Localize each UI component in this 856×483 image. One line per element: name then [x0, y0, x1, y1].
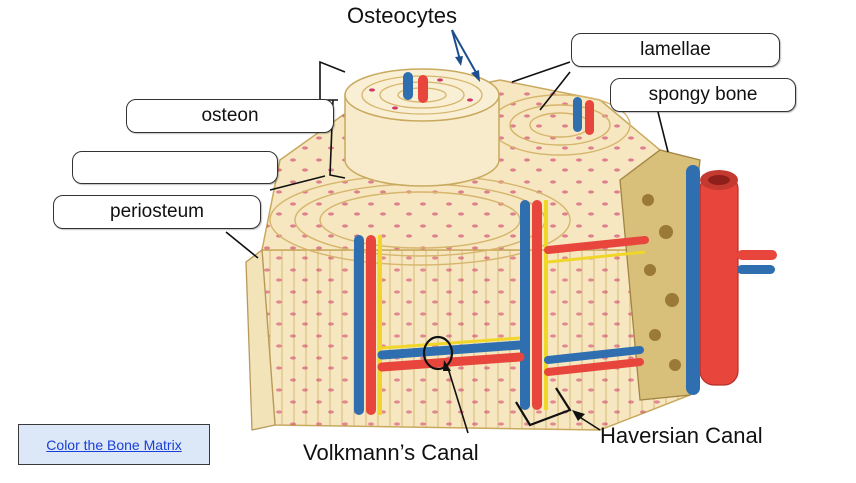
haversian-bracket — [515, 387, 572, 427]
osteocytes-label: Osteocytes — [347, 3, 458, 28]
periosteum-layer — [245, 248, 276, 431]
large-blood-vessel — [686, 165, 777, 395]
osteon-label-box[interactable]: osteon — [126, 99, 334, 133]
periosteum-label: periosteum — [110, 201, 204, 222]
osteocytes-arrows — [451, 29, 480, 82]
periosteum-label-box[interactable]: periosteum — [53, 195, 261, 229]
blank-label-box[interactable] — [72, 151, 278, 184]
color-bone-matrix-link[interactable]: Color the Bone Matrix — [46, 436, 182, 453]
lamellae-label-box[interactable]: lamellae — [571, 33, 780, 67]
spongy-bone-label-box[interactable]: spongy bone — [610, 78, 796, 112]
volkmanns-canal-label: Volkmann’s Canal — [303, 440, 479, 465]
color-bone-matrix-link-box: Color the Bone Matrix — [18, 424, 210, 465]
osteon-vessels — [403, 72, 594, 135]
spongy-bone-label: spongy bone — [648, 84, 758, 105]
volkmann-marker-circle — [422, 335, 454, 371]
lamellae-label: lamellae — [640, 39, 711, 60]
spongy-bone-region — [619, 149, 701, 401]
haversian-canal-label: Haversian Canal — [600, 423, 763, 448]
osteon-label: osteon — [201, 105, 259, 126]
